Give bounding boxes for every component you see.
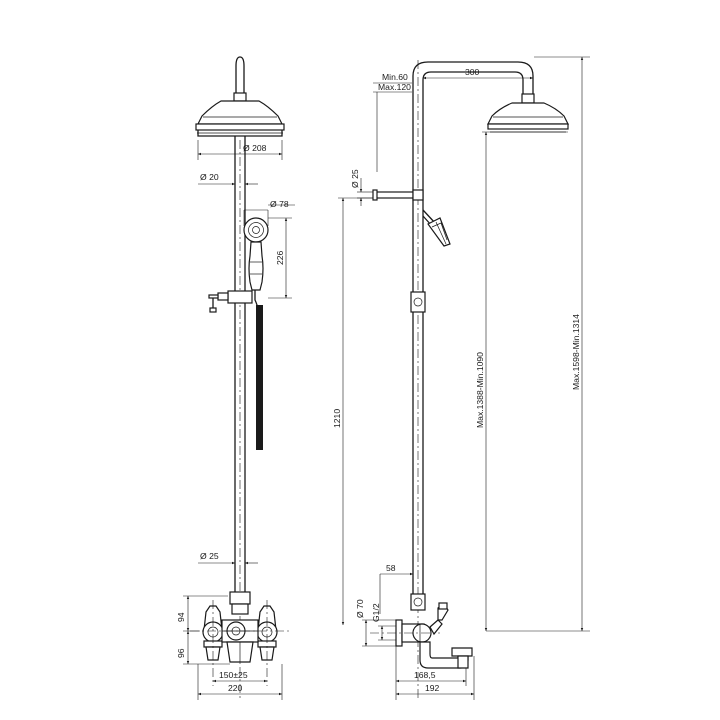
side-slider bbox=[410, 291, 426, 313]
label-mixer-upper-height: 94 bbox=[176, 612, 186, 622]
slider-knob bbox=[217, 292, 229, 301]
label-arm-max: Max.120 bbox=[378, 82, 411, 92]
label-bracket-diameter: Ø 25 bbox=[350, 169, 360, 188]
label-overall-height: Max.1598-Min.1314 bbox=[571, 314, 581, 390]
slider-bracket bbox=[227, 290, 253, 304]
arm-outer bbox=[412, 61, 534, 594]
label-inlet-centres: 150±25 bbox=[219, 670, 248, 680]
label-pipe-diameter-top: Ø 20 bbox=[200, 172, 219, 182]
front-view: Ø 208 Ø 20 Ø 78 226 bbox=[176, 56, 295, 700]
head-connector bbox=[233, 92, 247, 102]
label-arm-min: Min.60 bbox=[382, 72, 408, 82]
front-mixer bbox=[202, 591, 278, 663]
wall-bracket bbox=[374, 191, 414, 199]
head-gooseneck bbox=[235, 56, 245, 95]
label-head-diameter: Ø 208 bbox=[243, 143, 267, 153]
label-hand-shower-diameter: Ø 78 bbox=[270, 199, 289, 209]
label-flange-diameter: Ø 70 bbox=[355, 599, 365, 618]
label-bracket-height: 1210 bbox=[332, 409, 342, 428]
label-thread: G1/2 bbox=[371, 603, 381, 622]
front-shower-head bbox=[195, 100, 285, 137]
shower-hose bbox=[256, 305, 263, 450]
label-head-height: Max.1388-Min.1090 bbox=[475, 352, 485, 428]
label-mixer-width: 220 bbox=[228, 683, 243, 693]
label-spout-length: 168,5 bbox=[414, 670, 436, 680]
side-shower-head bbox=[487, 102, 569, 125]
label-mixer-lower-height: 96 bbox=[176, 648, 186, 658]
arm-inner bbox=[422, 71, 524, 594]
side-view: Min.60 Max.120 300 Ø 25 1210 bbox=[332, 56, 590, 700]
label-overall-depth: 192 bbox=[425, 683, 440, 693]
label-pipe-diameter-bottom: Ø 25 bbox=[200, 551, 219, 561]
label-hand-shower-length: 226 bbox=[275, 250, 285, 265]
label-arm-length: 300 bbox=[465, 67, 480, 77]
side-mixer bbox=[395, 593, 473, 669]
side-hand-shower bbox=[422, 209, 451, 247]
hand-shower bbox=[243, 217, 269, 291]
label-diverter-offset: 58 bbox=[386, 563, 396, 573]
